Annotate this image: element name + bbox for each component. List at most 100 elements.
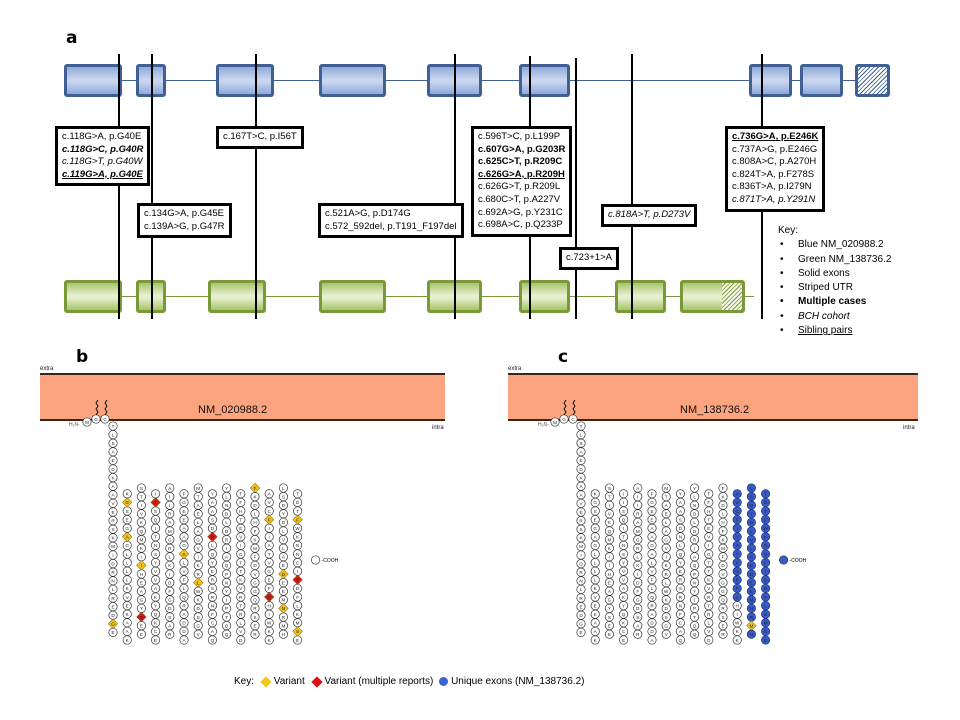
residue-letter: L bbox=[197, 580, 200, 585]
residue-letter: H bbox=[239, 509, 242, 514]
residue-letter: V bbox=[707, 535, 711, 540]
residue: L bbox=[576, 584, 586, 594]
residue-letter: G bbox=[593, 526, 597, 531]
residue: K bbox=[661, 595, 671, 605]
residue-letter: F bbox=[296, 517, 299, 522]
residue-letter: S bbox=[140, 486, 143, 491]
residue: G bbox=[122, 523, 132, 533]
residue-letter: S bbox=[579, 441, 582, 446]
gene-key-item: BCH cohort bbox=[778, 310, 891, 325]
residue: F bbox=[647, 575, 657, 585]
residue-letter: K bbox=[736, 638, 740, 643]
residue: Q bbox=[675, 635, 685, 645]
residue: E bbox=[278, 560, 288, 570]
residue: D bbox=[576, 610, 586, 620]
residue-letter: R bbox=[636, 512, 640, 517]
residue-letter: R bbox=[721, 632, 725, 637]
residue-letter: I bbox=[637, 503, 638, 508]
residue: N bbox=[746, 603, 756, 613]
residue-letter: V bbox=[268, 500, 272, 505]
residue-letter: Y bbox=[225, 589, 228, 594]
residue-letter: D bbox=[636, 580, 640, 585]
residue: S bbox=[604, 612, 614, 622]
variant-line bbox=[255, 54, 257, 319]
residue-letter: V bbox=[594, 595, 598, 600]
residue-letter: H bbox=[736, 603, 739, 608]
residue: L bbox=[647, 558, 657, 568]
residue-letter: A bbox=[182, 535, 186, 540]
residue-letter: A bbox=[594, 535, 598, 540]
residue: G bbox=[604, 595, 614, 605]
residue: E bbox=[746, 586, 756, 596]
residue: V bbox=[179, 566, 189, 576]
residue: S bbox=[619, 549, 629, 559]
residue-letter: I bbox=[269, 535, 270, 540]
residue-letter: L bbox=[282, 486, 285, 491]
residue: R bbox=[278, 612, 288, 622]
residue-letter: F bbox=[764, 517, 767, 522]
residue: Q bbox=[604, 526, 614, 536]
residue-letter: G bbox=[168, 598, 172, 603]
residue-letter: D bbox=[721, 503, 725, 508]
residue-letter: L bbox=[750, 529, 753, 534]
variant-box-3: c.167T>C, p.I56T bbox=[216, 126, 304, 149]
palmitoyl-anchor-icon bbox=[563, 399, 567, 416]
variant-entry: c.692A>G, p.Y231C bbox=[478, 206, 563, 218]
transcript-name: NM_138736.2 bbox=[680, 404, 750, 416]
residue: N bbox=[675, 532, 685, 542]
residue: T bbox=[108, 421, 118, 431]
residue-letter: V bbox=[253, 572, 257, 577]
residue: I bbox=[604, 552, 614, 562]
residue-letter: K bbox=[126, 612, 130, 617]
residue-letter: S bbox=[140, 615, 143, 620]
residue: D bbox=[718, 500, 728, 510]
residue: L bbox=[590, 575, 600, 585]
residue: D bbox=[293, 497, 303, 507]
residue-letter: E bbox=[608, 623, 611, 628]
intra-label: intra bbox=[432, 425, 444, 431]
residue-letter: T bbox=[239, 517, 242, 522]
residue: R bbox=[633, 543, 643, 553]
residue: K bbox=[590, 635, 600, 645]
residue-letter: K bbox=[622, 595, 626, 600]
residue: A bbox=[647, 609, 657, 619]
residue-letter: D bbox=[679, 526, 683, 531]
residue: M bbox=[293, 618, 303, 628]
residue-letter: G bbox=[650, 500, 654, 505]
residue-letter: A bbox=[750, 555, 754, 560]
residue: D bbox=[761, 497, 771, 507]
residue: E bbox=[207, 566, 217, 576]
residue-letter: A bbox=[650, 535, 654, 540]
residue: E bbox=[590, 515, 600, 525]
residue: A bbox=[590, 618, 600, 628]
residue: E bbox=[647, 515, 657, 525]
residue: K bbox=[604, 517, 614, 527]
exon-blue-3 bbox=[216, 64, 274, 97]
variant-entry: c.521A>G, p.D174G bbox=[325, 208, 411, 219]
residue-letter: I bbox=[623, 526, 624, 531]
residue: G bbox=[590, 523, 600, 533]
residue-letter: T bbox=[764, 492, 767, 497]
residue-letter: G bbox=[196, 623, 200, 628]
residue-letter: D bbox=[764, 500, 768, 505]
residue-letter: K bbox=[579, 475, 583, 480]
residue-letter: Q bbox=[182, 595, 186, 600]
residue: S bbox=[675, 515, 685, 525]
residue: K bbox=[264, 626, 274, 636]
residue: D bbox=[647, 626, 657, 636]
residue-letter: S bbox=[154, 552, 157, 557]
residue: R bbox=[250, 629, 260, 639]
residue-letter: D bbox=[239, 638, 243, 643]
residue-letter: G bbox=[253, 580, 257, 585]
residue-letter: M bbox=[749, 623, 753, 628]
residue-letter: I bbox=[155, 492, 156, 497]
variant-line bbox=[631, 54, 633, 319]
residue-letter: G bbox=[182, 500, 186, 505]
residue-letter: C bbox=[622, 629, 626, 634]
residue: S bbox=[590, 506, 600, 516]
variant-entry: c.626G>A, p.R209H bbox=[478, 168, 565, 180]
residue: L bbox=[690, 517, 700, 527]
residue: R bbox=[675, 592, 685, 602]
residue-letter: N bbox=[154, 543, 157, 548]
residue: Y bbox=[690, 586, 700, 596]
